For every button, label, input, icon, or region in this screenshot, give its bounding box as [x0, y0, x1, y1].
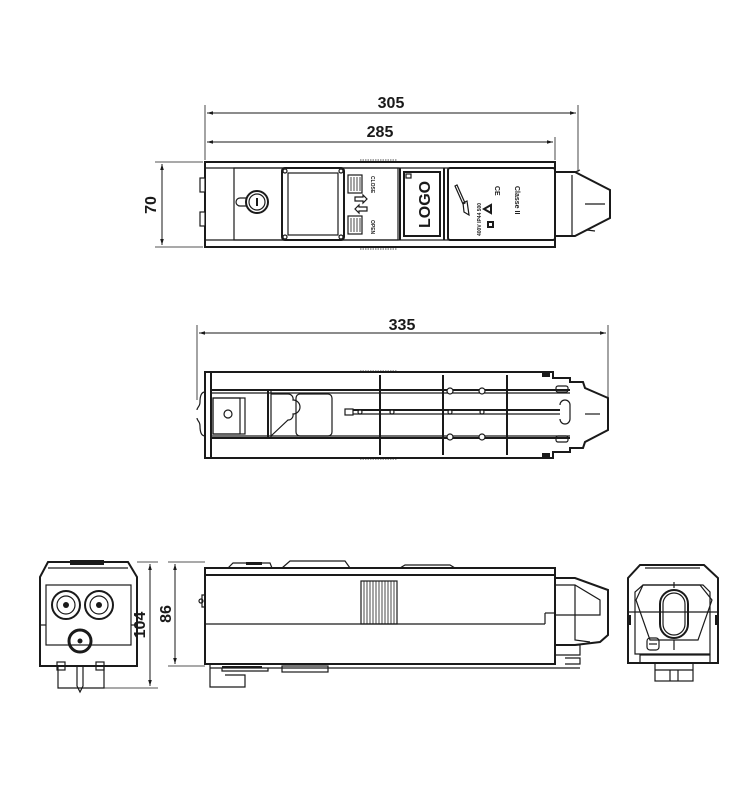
dimension-70	[155, 161, 203, 248]
rating-text: 400V IP44 500	[477, 203, 483, 236]
dimension-70-label: 70	[143, 196, 160, 214]
class-label: Classe II	[513, 186, 520, 214]
close-label: CLOSE	[369, 176, 375, 194]
end-view-right	[627, 564, 719, 682]
open-label: OPEN	[369, 220, 375, 235]
logo-text: LOGO	[417, 181, 434, 228]
open-switch	[347, 203, 368, 235]
dimension-285-label: 285	[367, 124, 394, 141]
ce-mark: CE	[493, 186, 500, 196]
dimension-104-label: 104	[132, 612, 149, 639]
dimension-305-label: 305	[378, 95, 405, 112]
key-lock-icon	[235, 190, 269, 214]
double-insulation-icon	[487, 221, 494, 228]
dimension-335-label: 335	[389, 317, 416, 334]
dimension-335	[196, 325, 609, 400]
warning-triangle-icon	[481, 203, 492, 215]
socket-icon	[51, 590, 81, 620]
dimension-305	[204, 105, 579, 172]
dimension-285	[207, 137, 556, 160]
socket-icon	[67, 628, 93, 654]
close-switch	[347, 174, 368, 205]
dimension-104	[104, 561, 158, 689]
dimension-86-label: 86	[158, 605, 175, 623]
side-view	[196, 325, 609, 460]
end-view-left	[39, 560, 205, 694]
top-view: CLOSE OPEN LOGO 400V IP44 500 CE Classe …	[155, 105, 611, 250]
dimension-86	[168, 561, 205, 667]
socket-icon	[84, 590, 114, 620]
vent-grille	[360, 580, 398, 625]
front-elevation	[198, 560, 609, 688]
lightning-bolt-icon	[454, 184, 470, 217]
